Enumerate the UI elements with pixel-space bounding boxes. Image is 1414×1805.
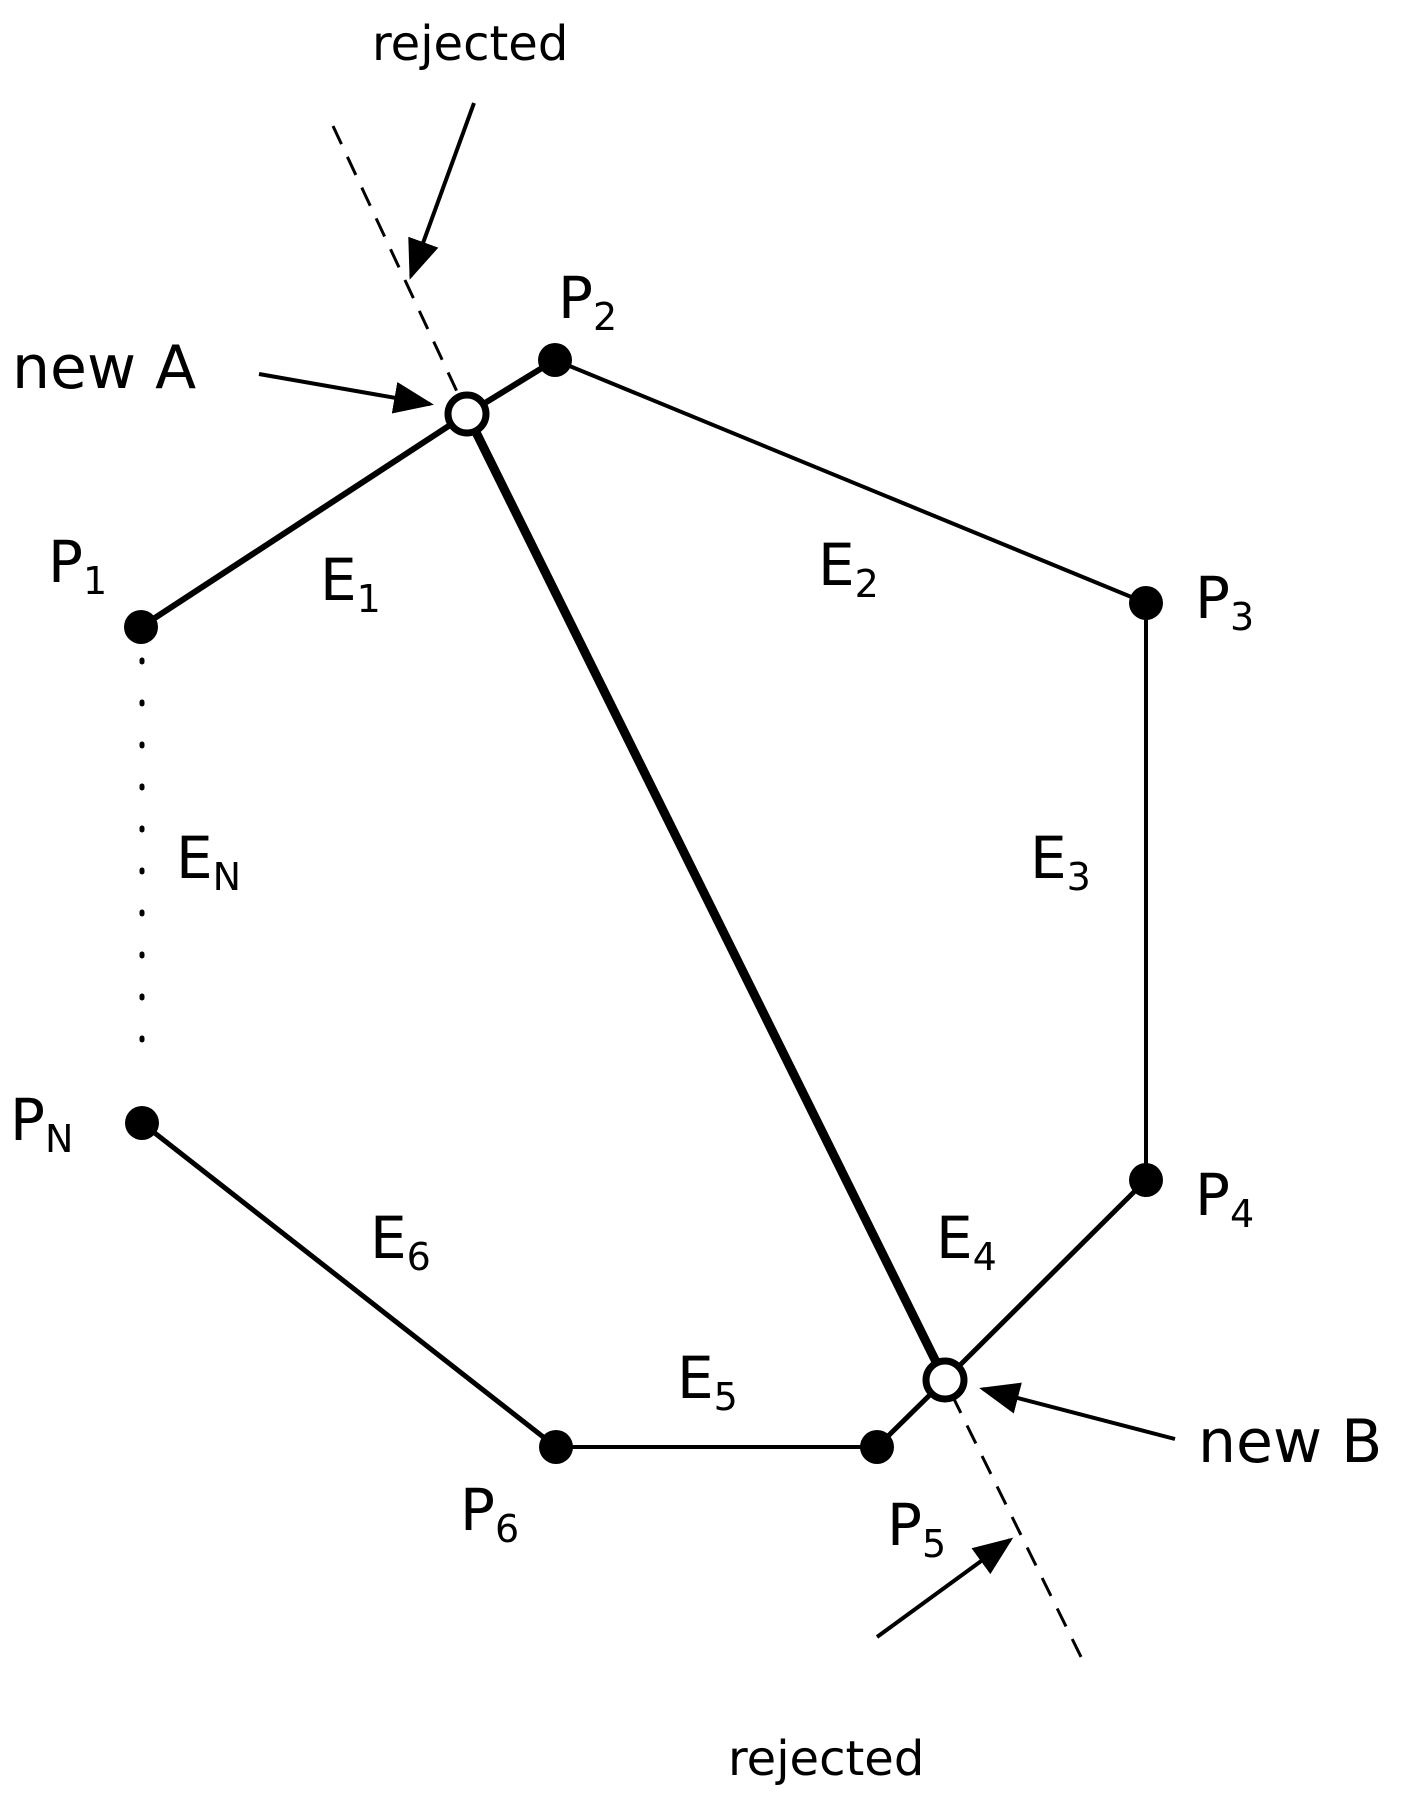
label-pn: PN — [10, 1086, 73, 1161]
new-vertex-b — [922, 1357, 968, 1403]
label-p3: P3 — [1195, 564, 1254, 639]
edge-line-e1 — [139, 411, 469, 630]
label-en: EN — [176, 824, 241, 899]
arrow-rejected-bottom — [875, 1537, 1014, 1639]
label-e4: E4 — [936, 1204, 997, 1279]
label-p5: P5 — [887, 1491, 946, 1566]
label-e1: E1 — [320, 546, 381, 621]
arrows — [258, 102, 1176, 1639]
edge-line-e2 — [554, 358, 1147, 605]
caption-rejected-bottom: rejected — [728, 1731, 924, 1787]
clip-line-rejected-bottom — [950, 1394, 1087, 1666]
vertex-p6 — [539, 1430, 573, 1464]
caption-rejected-top: rejected — [372, 16, 568, 72]
vertex-pn — [125, 1106, 159, 1140]
edge-line-e6 — [140, 1121, 558, 1449]
clip-line-kept-segment — [462, 412, 950, 1382]
vertices — [124, 343, 1163, 1464]
vertex-p5 — [860, 1430, 894, 1464]
label-p2: P2 — [558, 264, 617, 339]
label-p4: P4 — [1195, 1161, 1254, 1236]
arrow-new-a — [258, 372, 434, 414]
label-e3: E3 — [1030, 824, 1091, 899]
caption-new-b: new B — [1198, 1407, 1382, 1477]
new-vertices — [444, 391, 968, 1403]
arrow-rejected-top — [408, 102, 476, 280]
caption-new-a: new A — [12, 333, 196, 403]
vertex-p1 — [124, 610, 158, 644]
label-p6: P6 — [460, 1476, 519, 1551]
clip-line-rejected-top — [331, 125, 462, 399]
label-p1: P1 — [48, 528, 107, 603]
edge-line-e4 — [943, 1178, 1148, 1382]
arrow-new-b — [979, 1382, 1176, 1441]
label-e6: E6 — [370, 1204, 431, 1279]
vertex-p3 — [1129, 586, 1163, 620]
polygon-edges — [139, 357, 1148, 1449]
label-e2: E2 — [818, 531, 879, 606]
clip-line — [331, 125, 1087, 1666]
vertex-p2 — [538, 343, 572, 377]
label-e5: E5 — [677, 1344, 738, 1419]
new-vertex-a — [444, 391, 490, 437]
vertex-p4 — [1129, 1163, 1163, 1197]
